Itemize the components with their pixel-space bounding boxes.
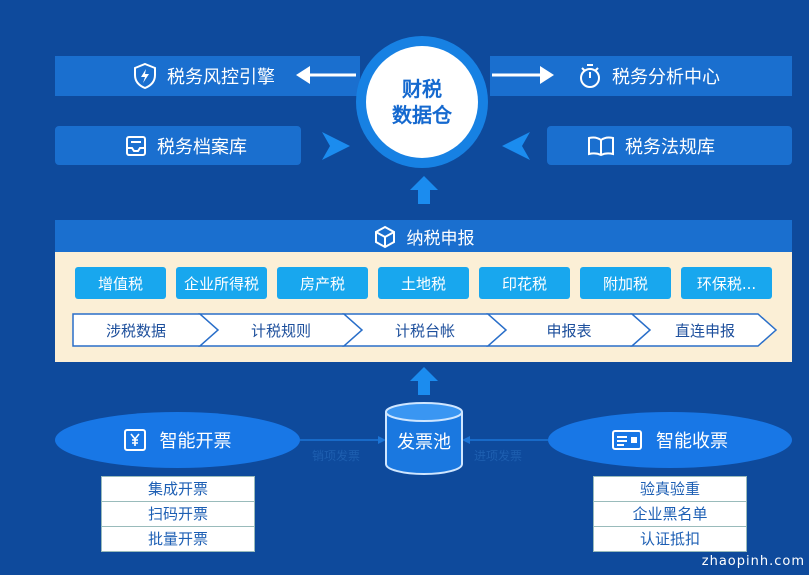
analysis-center-label: 税务分析中心 [612,67,720,88]
issue-item-integrated[interactable]: 集成开票 [102,477,254,502]
risk-engine-label: 税务风控引擎 [167,67,275,88]
issue-item-batch[interactable]: 批量开票 [147,530,208,548]
tax-declaration-title: 纳税申报 [406,229,475,249]
archive-bar[interactable]: 税务档案库 [55,126,301,165]
tax-stamp[interactable]: 印花税 [479,267,570,299]
smart-receive-node[interactable]: 智能收票 [548,412,792,468]
smart-issue-node[interactable]: 智能开票 [55,412,300,468]
shield-icon [133,63,157,89]
yuan-icon [123,429,146,451]
archive-label: 税务档案库 [157,136,247,158]
arrow-left-icon [296,66,356,84]
watermark: zhaopinh.com [701,554,805,569]
book-icon [587,135,615,157]
data-warehouse-center[interactable]: 财税 数据仓 [366,46,478,158]
declaration-flow-shapes [72,313,778,347]
receive-item-blacklist[interactable]: 企业黑名单 [594,502,746,527]
issue-list: 集成开票 扫码开票 批量开票 [101,476,255,552]
flow-step-declaration-form[interactable]: 申报表 [546,322,592,340]
arrow-in-left-icon [322,132,350,160]
flow-step-tax-data[interactable]: 涉税数据 [105,322,166,340]
inbox-icon [125,135,147,157]
database-icon [385,402,463,475]
law-library-label: 税务法规库 [625,136,715,158]
arrow-in-right-icon [502,132,530,160]
tax-corporate-income[interactable]: 企业所得税 [176,267,267,299]
invoice-pool-label[interactable]: 发票池 [397,432,451,453]
tax-property[interactable]: 房产税 [277,267,368,299]
smart-receive-label: 智能收票 [656,431,728,452]
issue-flow-label: 销项发票 [312,449,361,463]
receive-item-verify[interactable]: 验真验重 [594,477,746,502]
smart-issue-label: 智能开票 [159,431,232,452]
tax-declaration-header[interactable]: 纳税申报 [55,220,792,253]
cube-icon [373,225,397,249]
receive-list: 验真验重 企业黑名单 认证抵扣 [593,476,747,552]
flow-step-tax-rules[interactable]: 计税规则 [250,322,311,340]
arrow-right-icon [492,66,554,84]
issue-item-scan[interactable]: 扫码开票 [102,502,254,527]
center-line1: 财税 [402,77,442,101]
receive-flow-label: 进项发票 [474,449,523,463]
arrow-up-icon-2 [410,367,438,395]
tax-vat[interactable]: 增值税 [75,267,166,299]
center-line2: 数据仓 [392,103,452,127]
receive-item-deduct[interactable]: 认证抵扣 [639,530,700,548]
invoice-card-icon [612,429,642,451]
law-library-bar[interactable]: 税务法规库 [547,126,792,165]
tax-environmental[interactable]: 环保税... [681,267,772,299]
declaration-flow: 涉税数据 计税规则 计税台帐 申报表 直连申报 [72,313,778,347]
flow-step-direct-filing[interactable]: 直连申报 [674,322,735,340]
tax-surcharge[interactable]: 附加税 [580,267,671,299]
tax-land[interactable]: 土地税 [378,267,469,299]
arrow-up-icon [410,176,438,204]
stopwatch-icon [578,63,602,89]
flow-step-tax-ledger[interactable]: 计税台帐 [394,322,455,340]
